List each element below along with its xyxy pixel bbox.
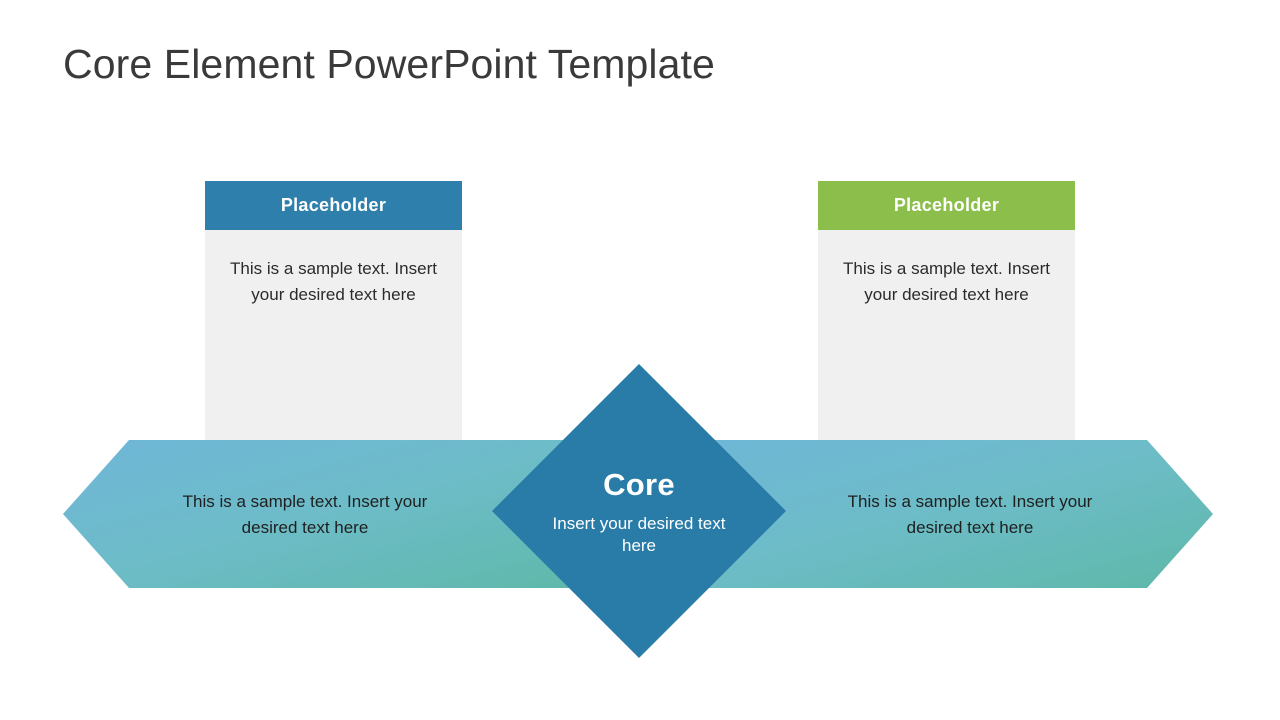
placeholder-card-left-header: Placeholder xyxy=(205,181,462,230)
banner-text-right: This is a sample text. Insert your desir… xyxy=(847,492,1093,537)
placeholder-card-left-body: This is a sample text. Insert your desir… xyxy=(205,230,462,440)
core-subtitle: Insert your desired text here xyxy=(552,514,726,556)
banner-right-shape xyxy=(653,440,1213,588)
page-title: Core Element PowerPoint Template xyxy=(63,41,715,87)
placeholder-card-right-header: Placeholder xyxy=(818,181,1075,230)
placeholder-card-right[interactable]: Placeholder This is a sample text. Inser… xyxy=(818,181,1075,440)
banner-left-shape xyxy=(63,440,623,588)
placeholder-card-right-body: This is a sample text. Insert your desir… xyxy=(818,230,1075,440)
chevron-banner xyxy=(63,440,1213,588)
chevron-banner-svg xyxy=(63,440,1213,588)
core-diamond[interactable]: Core Insert your desired text here xyxy=(492,364,786,658)
banner-text-left: This is a sample text. Insert your desir… xyxy=(182,492,428,537)
core-diamond-content: Core Insert your desired text here xyxy=(492,467,786,557)
core-title: Core xyxy=(603,467,675,502)
placeholder-card-left[interactable]: Placeholder This is a sample text. Inser… xyxy=(205,181,462,440)
